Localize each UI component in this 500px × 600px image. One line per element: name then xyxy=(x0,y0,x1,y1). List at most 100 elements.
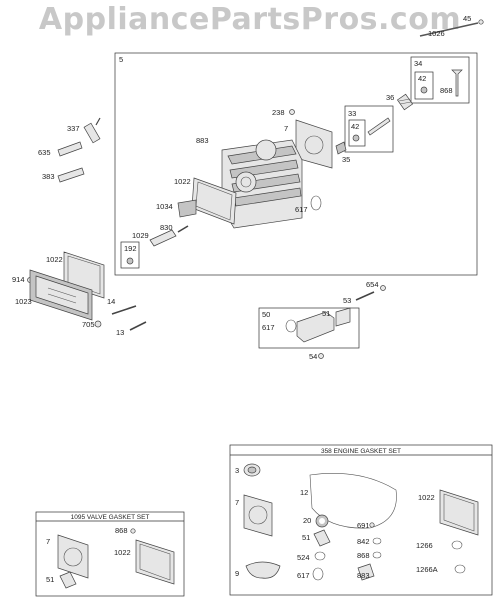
label-20: 20 xyxy=(303,516,311,525)
breather-plug xyxy=(289,109,295,115)
gasket-691 xyxy=(369,522,375,528)
rocker-cover xyxy=(29,269,93,321)
valve-gasket-set-box xyxy=(35,511,185,597)
o-ring-c xyxy=(312,567,324,581)
label-635: 635 xyxy=(38,148,51,157)
label-383: 383 xyxy=(42,172,55,181)
push-rod xyxy=(419,22,479,37)
rocker-cover-gasket-c xyxy=(439,489,479,536)
spark-plug-boot xyxy=(57,141,83,157)
label-868-c: 868 xyxy=(115,526,128,535)
intake-gasket xyxy=(335,307,351,327)
intake-gasket-set xyxy=(313,529,331,547)
label-883-a: 883 xyxy=(196,136,209,145)
label-12: 12 xyxy=(300,488,308,497)
valve-spring xyxy=(396,93,414,111)
intake-valve xyxy=(367,117,391,136)
label-1026: 1026 xyxy=(428,29,445,38)
exhaust-gasket xyxy=(245,561,281,579)
valve-keeper-a xyxy=(420,86,428,94)
rocker-cover-gasket-d xyxy=(135,539,175,585)
valve-cover-screw xyxy=(126,257,134,265)
nut xyxy=(94,320,102,328)
head-gasket xyxy=(295,119,333,169)
label-14: 14 xyxy=(107,297,115,306)
label-1023: 1023 xyxy=(15,297,32,306)
valve-keeper-b xyxy=(352,134,360,142)
exhaust-valve xyxy=(451,69,463,97)
label-36: 36 xyxy=(386,93,394,102)
breather-tube xyxy=(149,229,177,247)
label-238: 238 xyxy=(272,108,285,117)
spark-plug-cap xyxy=(57,167,85,183)
label-617-b: 617 xyxy=(262,323,275,332)
intake-gasket-valve-set xyxy=(59,571,77,589)
engine-gasket-set-title: 358 ENGINE GASKET SET xyxy=(321,448,401,455)
valve-keeper-box-a xyxy=(414,71,434,100)
label-51-b: 51 xyxy=(302,533,310,542)
label-3: 3 xyxy=(235,466,239,475)
label-53: 53 xyxy=(343,296,351,305)
cylinder-head-assembly-box xyxy=(114,52,478,276)
label-1022-d: 1022 xyxy=(114,548,131,557)
label-654: 654 xyxy=(366,280,379,289)
cylinder-head xyxy=(221,139,303,229)
label-705: 705 xyxy=(82,320,95,329)
label-1266a: 1266A xyxy=(416,565,438,574)
manifold-stud xyxy=(355,291,375,301)
label-1266: 1266 xyxy=(416,541,433,550)
label-51-c: 51 xyxy=(46,575,54,584)
label-7-c: 7 xyxy=(46,537,50,546)
label-691: 691 xyxy=(357,521,370,530)
crankcase-gasket xyxy=(309,473,397,529)
label-9: 9 xyxy=(235,569,239,578)
stud xyxy=(111,305,137,315)
valve-seal xyxy=(335,141,347,155)
engine-gasket-set-box xyxy=(229,444,493,596)
valve-cover-screw-box xyxy=(120,241,140,269)
head-gasket-valve-set xyxy=(57,534,89,579)
label-914: 914 xyxy=(12,275,25,284)
gasket-883 xyxy=(357,563,375,581)
spark-plug xyxy=(83,117,101,144)
label-868-a: 868 xyxy=(440,86,453,95)
screw xyxy=(129,321,147,331)
label-617-a: 617 xyxy=(295,205,308,214)
watermark: AppliancePartsPros.com xyxy=(38,2,462,37)
label-868-b: 868 xyxy=(357,551,370,560)
label-51-a: 51 xyxy=(322,309,330,318)
label-842: 842 xyxy=(357,537,370,546)
valve-gasket-set-title: 1095 VALVE GASKET SET xyxy=(71,514,150,521)
head-gasket-bore xyxy=(304,135,324,155)
label-524: 524 xyxy=(297,553,310,562)
gasket-842 xyxy=(372,537,382,545)
label-54: 54 xyxy=(309,352,317,361)
label-50: 50 xyxy=(262,310,270,319)
label-42-b: 42 xyxy=(351,122,359,131)
push-rod-end xyxy=(478,19,484,25)
label-617-c: 617 xyxy=(297,571,310,580)
label-192: 192 xyxy=(124,244,137,253)
label-830: 830 xyxy=(160,223,173,232)
breather-screw xyxy=(177,225,189,233)
gasket-868 xyxy=(372,551,382,559)
label-42-a: 42 xyxy=(418,74,426,83)
intake-manifold-box xyxy=(258,307,360,349)
valve-intake-box xyxy=(344,105,394,153)
label-7-b: 7 xyxy=(235,498,239,507)
label-5: 5 xyxy=(119,55,123,64)
rocker-cover-gasket-a xyxy=(191,177,237,225)
intake-manifold xyxy=(296,311,335,343)
label-7-a: 7 xyxy=(284,124,288,133)
breather-plate xyxy=(177,199,197,218)
label-337: 337 xyxy=(67,124,80,133)
o-ring-b xyxy=(285,319,297,333)
manifold-screw xyxy=(318,353,324,359)
label-1022-a: 1022 xyxy=(174,177,191,186)
label-1034: 1034 xyxy=(156,202,173,211)
label-1029: 1029 xyxy=(132,231,149,240)
gasket-868-valve-set xyxy=(130,528,136,534)
label-35: 35 xyxy=(342,155,350,164)
valve-keeper-box-b xyxy=(348,119,366,147)
